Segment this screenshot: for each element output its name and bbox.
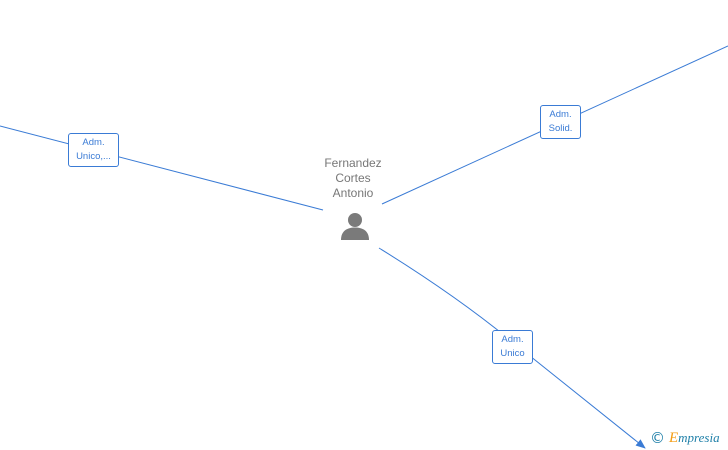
edge-label-bottom-line-1: Adm. xyxy=(501,334,524,345)
center-node-name-line-2: Cortes xyxy=(335,171,371,185)
edge-label-bottom[interactable]: Adm. Unico xyxy=(492,330,533,364)
edge-label-right-line-2: Solid. xyxy=(548,123,573,134)
copyright-icon: © xyxy=(650,429,665,447)
edge-label-right[interactable]: Adm. Solid. xyxy=(540,105,581,139)
center-node-name-line-1: Fernandez xyxy=(324,156,382,170)
center-node-name[interactable]: Fernandez Cortes Antonio xyxy=(305,156,401,201)
edge-left xyxy=(0,125,324,211)
brand-logo: Empresia xyxy=(669,430,720,447)
brand-logo-initial: E xyxy=(669,429,679,446)
brand-logo-rest: mpresia xyxy=(678,429,720,445)
edge-label-left-line-1: Adm. xyxy=(82,137,105,148)
person-icon[interactable] xyxy=(340,211,370,241)
edge-label-left-line-2: Unico,... xyxy=(76,151,111,162)
watermark: © Empresia xyxy=(650,428,720,448)
edge-label-bottom-line-2: Unico xyxy=(500,348,525,359)
edge-label-left[interactable]: Adm. Unico,... xyxy=(68,133,119,167)
edge-label-right-line-1: Adm. xyxy=(549,109,572,120)
center-node-name-line-3: Antonio xyxy=(332,186,374,200)
